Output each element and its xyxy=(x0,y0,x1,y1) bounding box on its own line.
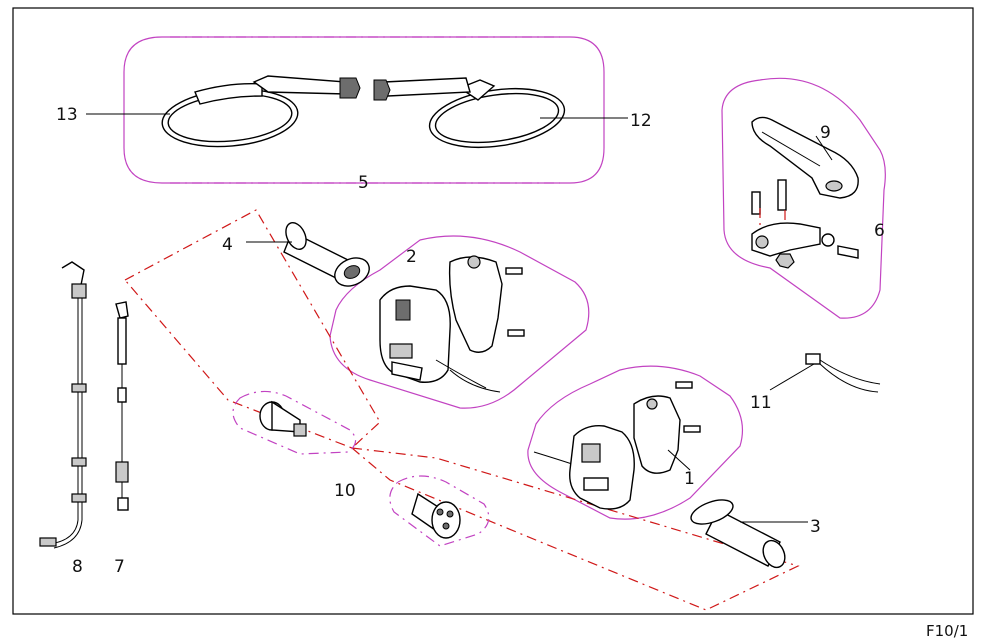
label-9: 9 xyxy=(820,123,831,143)
sensor-11 xyxy=(805,353,881,393)
mirror-group-outline xyxy=(123,36,605,184)
bar-end-left xyxy=(259,400,307,437)
label-6: 6 xyxy=(874,221,885,241)
label-3: 3 xyxy=(810,517,821,537)
left-switch-group-outline xyxy=(329,235,590,409)
left-switch-housing xyxy=(379,255,525,393)
grip-assembly-outline-lower xyxy=(350,447,800,611)
right-switch-housing xyxy=(533,381,701,510)
label-5: 5 xyxy=(358,173,369,193)
label-1: 1 xyxy=(684,469,695,489)
label-12: 12 xyxy=(630,111,652,131)
label-4: 4 xyxy=(222,235,233,255)
grip-assembly-outline xyxy=(124,209,381,449)
left-grip xyxy=(283,222,370,287)
page-code: F10/1 xyxy=(926,622,969,640)
right-switch-group-outline xyxy=(527,365,743,520)
drawing-frame xyxy=(12,7,974,615)
cable-8 xyxy=(39,261,87,549)
right-grip xyxy=(690,499,786,569)
label-13: 13 xyxy=(56,105,78,125)
mirror-group-dash xyxy=(170,36,560,184)
end-weight-left-outline xyxy=(232,390,357,455)
end-weight-right-outline xyxy=(389,475,490,547)
label-10: 10 xyxy=(334,481,356,501)
right-mirror xyxy=(373,77,566,148)
label-7: 7 xyxy=(114,557,125,577)
lever-bracket xyxy=(751,179,859,269)
label-11: 11 xyxy=(750,393,772,413)
leader-lines xyxy=(86,113,833,523)
label-2: 2 xyxy=(406,247,417,267)
lever-group-outline xyxy=(721,77,886,319)
label-8: 8 xyxy=(72,557,83,577)
left-mirror xyxy=(161,75,361,148)
bar-end-right xyxy=(411,492,461,539)
cable-7 xyxy=(115,301,129,511)
brake-lever xyxy=(751,116,859,199)
